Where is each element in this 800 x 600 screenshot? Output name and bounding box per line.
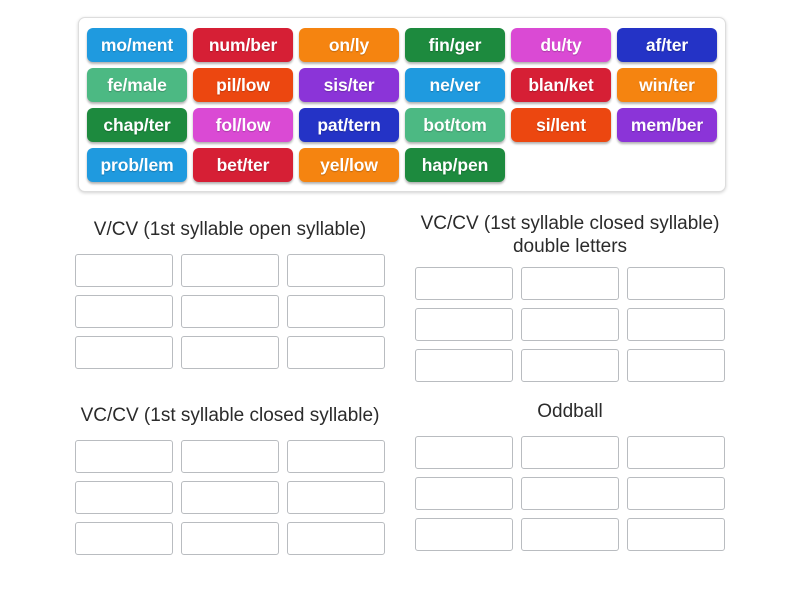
word-tile[interactable]: du/ty	[511, 28, 611, 62]
word-tile[interactable]: mem/ber	[617, 108, 717, 142]
category-title: V/CV (1st syllable open syllable)	[93, 219, 367, 240]
drop-slot-grid	[60, 254, 400, 370]
drop-slot[interactable]	[287, 522, 385, 556]
word-tile[interactable]: sis/ter	[299, 68, 399, 102]
drop-slot[interactable]	[627, 436, 725, 470]
word-tile[interactable]: hap/pen	[405, 148, 505, 182]
word-tile[interactable]: fin/ger	[405, 28, 505, 62]
drop-slot-grid	[400, 436, 740, 552]
drop-slot[interactable]	[415, 267, 513, 301]
drop-slot[interactable]	[521, 349, 619, 383]
drop-slot[interactable]	[287, 481, 385, 515]
category-oddball: Oddball	[400, 400, 740, 552]
word-tile[interactable]: pat/tern	[299, 108, 399, 142]
drop-slot[interactable]	[415, 518, 513, 552]
category-v-cv-open: V/CV (1st syllable open syllable)	[60, 218, 400, 370]
tile-slot-empty	[511, 148, 611, 182]
word-tile[interactable]: mo/ment	[87, 28, 187, 62]
category-title: Oddball	[537, 401, 603, 422]
drop-slot[interactable]	[181, 440, 279, 474]
drop-slot[interactable]	[415, 308, 513, 342]
drop-slot[interactable]	[75, 481, 173, 515]
word-tile[interactable]: on/ly	[299, 28, 399, 62]
drop-slot[interactable]	[627, 267, 725, 301]
category-title: VC/CV (1st syllable closed syllable)	[80, 405, 380, 426]
drop-slot[interactable]	[181, 522, 279, 556]
drop-slot[interactable]	[75, 440, 173, 474]
drop-slot[interactable]	[287, 295, 385, 329]
category-vc-cv-closed-double: VC/CV (1st syllable closed syllable) dou…	[400, 212, 740, 383]
category-vc-cv-closed: VC/CV (1st syllable closed syllable)	[60, 404, 400, 556]
word-tile[interactable]: num/ber	[193, 28, 293, 62]
drop-slot[interactable]	[181, 481, 279, 515]
word-tile[interactable]: fol/low	[193, 108, 293, 142]
word-tile[interactable]: blan/ket	[511, 68, 611, 102]
drop-slot[interactable]	[75, 295, 173, 329]
drop-slot[interactable]	[287, 336, 385, 370]
drop-slot[interactable]	[627, 518, 725, 552]
word-tile[interactable]: bet/ter	[193, 148, 293, 182]
word-tile[interactable]: fe/male	[87, 68, 187, 102]
drop-slot[interactable]	[181, 295, 279, 329]
drop-slot-grid	[400, 267, 740, 383]
word-tile[interactable]: bot/tom	[405, 108, 505, 142]
drop-slot[interactable]	[181, 336, 279, 370]
drop-slot[interactable]	[627, 308, 725, 342]
word-tile[interactable]: af/ter	[617, 28, 717, 62]
drop-slot[interactable]	[521, 477, 619, 511]
drop-slot[interactable]	[75, 522, 173, 556]
word-tile[interactable]: yel/low	[299, 148, 399, 182]
drop-slot[interactable]	[181, 254, 279, 288]
word-tile[interactable]: win/ter	[617, 68, 717, 102]
drop-slot[interactable]	[521, 267, 619, 301]
category-title: VC/CV (1st syllable closed syllable) dou…	[420, 213, 720, 258]
word-tile[interactable]: ne/ver	[405, 68, 505, 102]
drop-slot[interactable]	[75, 336, 173, 370]
drop-slot[interactable]	[521, 436, 619, 470]
drop-slot[interactable]	[627, 477, 725, 511]
drop-slot[interactable]	[415, 436, 513, 470]
drop-slot[interactable]	[521, 518, 619, 552]
word-tile[interactable]: chap/ter	[87, 108, 187, 142]
drop-slot-grid	[60, 440, 400, 556]
word-tile[interactable]: pil/low	[193, 68, 293, 102]
tile-slot-empty	[617, 148, 717, 182]
drop-slot[interactable]	[75, 254, 173, 288]
drop-slot[interactable]	[521, 308, 619, 342]
word-tile[interactable]: si/lent	[511, 108, 611, 142]
word-tile[interactable]: prob/lem	[87, 148, 187, 182]
drop-slot[interactable]	[287, 440, 385, 474]
drop-slot[interactable]	[415, 349, 513, 383]
drop-slot[interactable]	[627, 349, 725, 383]
drop-slot[interactable]	[287, 254, 385, 288]
drop-slot[interactable]	[415, 477, 513, 511]
